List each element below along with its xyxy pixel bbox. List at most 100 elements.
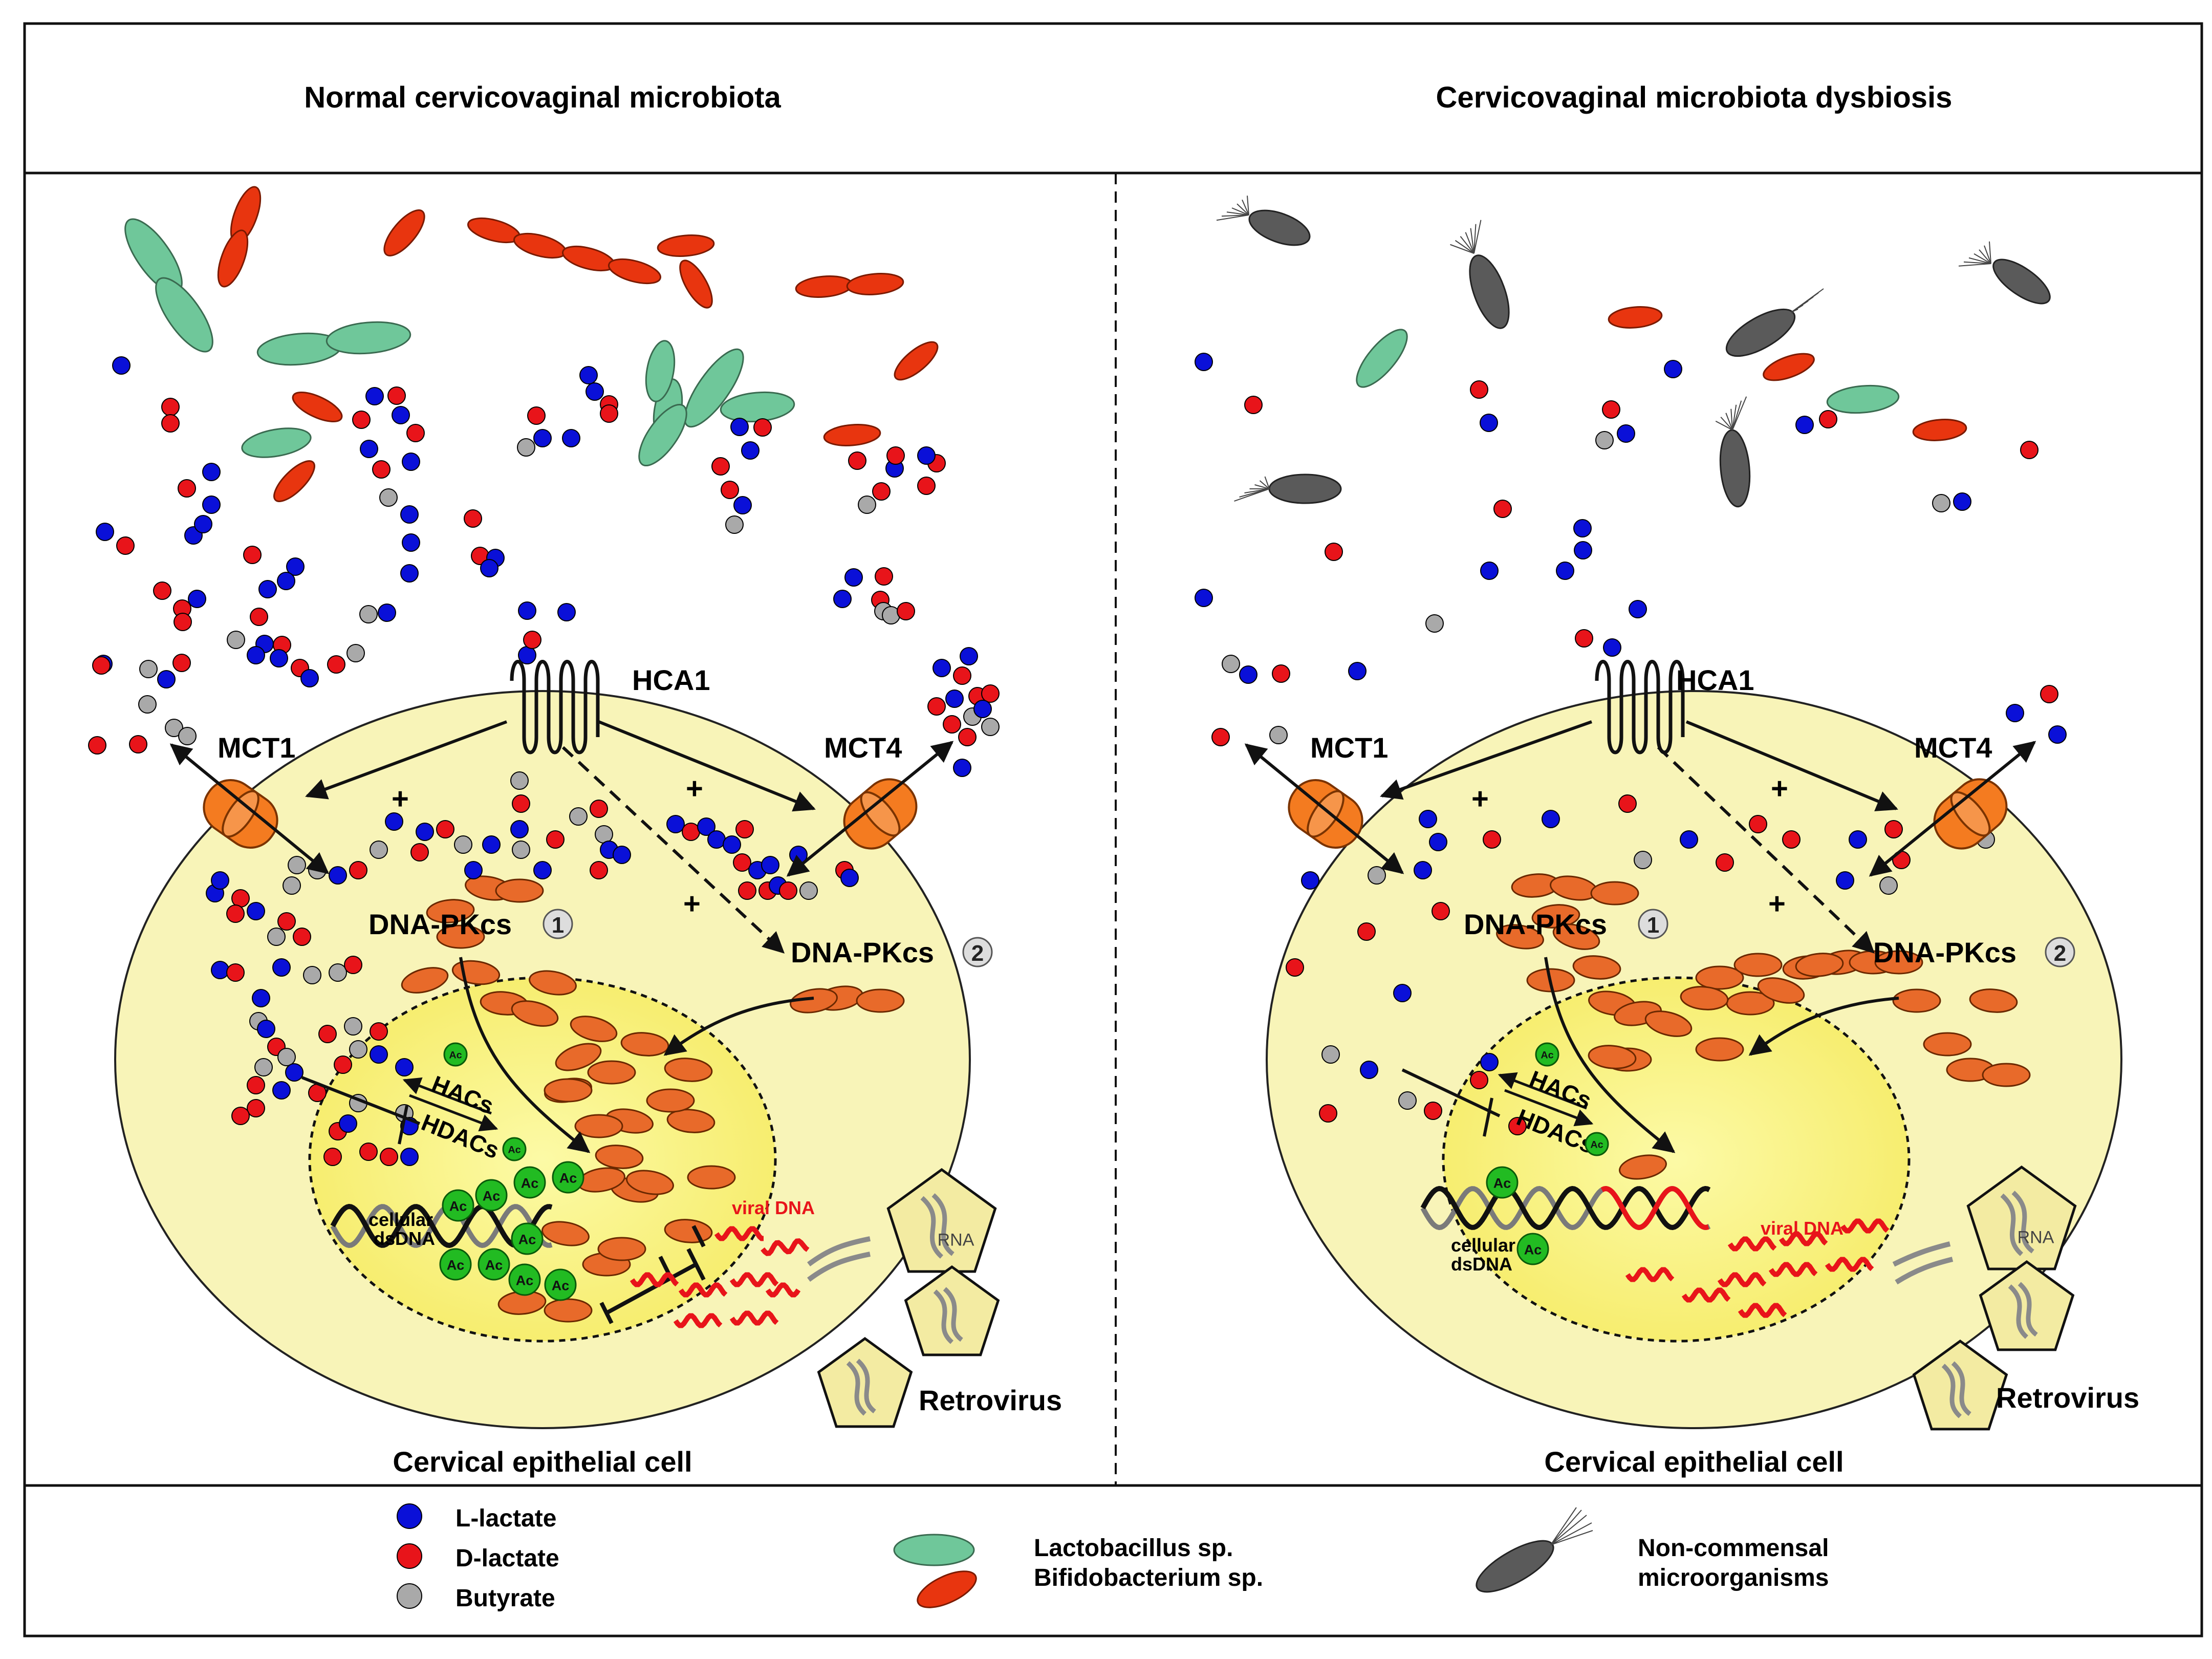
bifidobacterium (657, 234, 715, 257)
non-commensal-microorganism (1725, 288, 1824, 357)
viral-dna-fragment (714, 1226, 764, 1241)
mitochondrion (544, 1298, 593, 1323)
viral-dna-fragment (1840, 1218, 1890, 1234)
mitochondrion (1892, 988, 1941, 1013)
l-lactate-dot (202, 495, 221, 514)
d-lactate-dot (231, 1107, 250, 1125)
mitochondrion (529, 970, 577, 996)
l-lactate-dot (1480, 414, 1498, 432)
l-lactate-dot (402, 533, 420, 552)
left-dna-pkcs-2-label: DNA-PKcs (791, 936, 934, 968)
butyrate-dot (165, 719, 183, 737)
l-lactate-dot (270, 649, 288, 667)
lactobacillus (638, 403, 687, 467)
lactobacillus (720, 391, 795, 423)
d-lactate-dot (546, 830, 565, 849)
l-lactate-dot (1953, 492, 1971, 511)
l-lactate-dot (395, 1058, 414, 1076)
acetyl-group (502, 1137, 527, 1161)
bifidobacterium (1763, 353, 1815, 381)
l-lactate-dot (723, 835, 741, 854)
l-lactate-dot (1195, 589, 1213, 607)
mitochondrion (1619, 1154, 1667, 1180)
legend-lactobacillus-label: Lactobacillus sp. (1034, 1535, 1233, 1562)
d-lactate-dot (92, 656, 111, 675)
left-cell-label: Cervical epithelial cell (393, 1446, 692, 1478)
l-lactate-dot (707, 830, 726, 849)
d-lactate-dot (318, 1025, 337, 1043)
acetyl-label: Ac (449, 1050, 462, 1061)
l-lactate-dot (1849, 830, 1867, 849)
acetyl-label: Ac (449, 1199, 467, 1214)
l-lactate-dot (402, 453, 420, 471)
l-lactate-dot (188, 590, 206, 608)
bifidobacterium (1912, 419, 1967, 441)
left-viral-dna-label: viral DNA (732, 1197, 815, 1218)
right-dna-pkcs-1-label: DNA-PKcs (1464, 908, 1607, 940)
d-lactate-dot (410, 843, 429, 861)
left-dna-pkcs-1-label: DNA-PKcs (368, 908, 512, 940)
d-lactate-dot (129, 735, 147, 753)
mitochondrion (1733, 953, 1783, 977)
legend-bifidobacterium-swatch (917, 1570, 977, 1608)
d-lactate-dot (848, 451, 866, 470)
left-hca1-label: HCA1 (632, 664, 710, 696)
acetyl-label: Ac (485, 1258, 503, 1273)
l-lactate-dot (258, 580, 277, 598)
legend-noncommensal-label-2: microorganisms (1638, 1564, 1829, 1591)
d-lactate-dot (116, 536, 135, 555)
l-lactate-dot (1664, 360, 1682, 378)
acetyl-label: Ac (1524, 1242, 1542, 1258)
l-lactate-dot (272, 1081, 291, 1100)
l-lactate-dot (400, 564, 419, 583)
viral-dna-fragment (1717, 1272, 1767, 1287)
d-lactate-dot (172, 654, 191, 672)
d-lactate-dot (161, 414, 180, 433)
right-plus-2: + (1771, 772, 1788, 805)
acetyl-label: Ac (1493, 1176, 1511, 1191)
butyrate-dot (349, 1040, 367, 1059)
d-lactate-dot (1286, 958, 1304, 977)
right-mct1-label: MCT1 (1310, 731, 1388, 764)
metabolite-dots (88, 353, 2067, 1166)
d-lactate-dot (886, 446, 905, 465)
l-lactate-dot (385, 812, 403, 831)
l-lactate-dot (378, 604, 396, 622)
d-lactate-dot (753, 418, 772, 437)
d-lactate-dot (380, 1148, 398, 1166)
d-lactate-dot (2020, 441, 2038, 459)
butyrate-dot (1368, 866, 1386, 885)
bifidobacterium (894, 341, 939, 381)
d-lactate-dot (1244, 396, 1263, 414)
legend-d-lactate-swatch (397, 1543, 422, 1569)
butyrate-dot (981, 718, 1000, 736)
d-lactate-dot (523, 631, 541, 649)
l-lactate-dot (666, 815, 685, 833)
d-lactate-dot (334, 1055, 352, 1074)
lactobacillus (645, 340, 676, 402)
acetyl-label: Ac (1590, 1139, 1603, 1151)
l-lactate-dot (96, 523, 114, 541)
bifidobacterium (292, 392, 343, 422)
l-lactate-dot (761, 856, 779, 874)
left-viral-dna (630, 1226, 871, 1328)
mitochondrion (856, 988, 905, 1013)
d-lactate-dot (2040, 685, 2058, 703)
mitochondrion (687, 1165, 736, 1190)
butyrate-dot (454, 835, 472, 854)
l-lactate-dot (533, 861, 552, 879)
lactobacillus (241, 427, 312, 458)
butyrate-dot (329, 963, 347, 982)
l-lactate-dot (533, 429, 552, 447)
right-viral-dna (1625, 1218, 1954, 1318)
right-dna-pkcs-2-label: DNA-PKcs (1873, 936, 2016, 968)
right-plus-1: + (1471, 782, 1489, 815)
viral-dna-fragment (1825, 1257, 1874, 1272)
mitochondrion (1644, 1010, 1693, 1037)
d-lactate-dot (406, 424, 425, 442)
d-lactate-dot (917, 477, 936, 495)
left-plus-2: + (686, 772, 703, 805)
d-lactate-dot (1575, 629, 1593, 648)
